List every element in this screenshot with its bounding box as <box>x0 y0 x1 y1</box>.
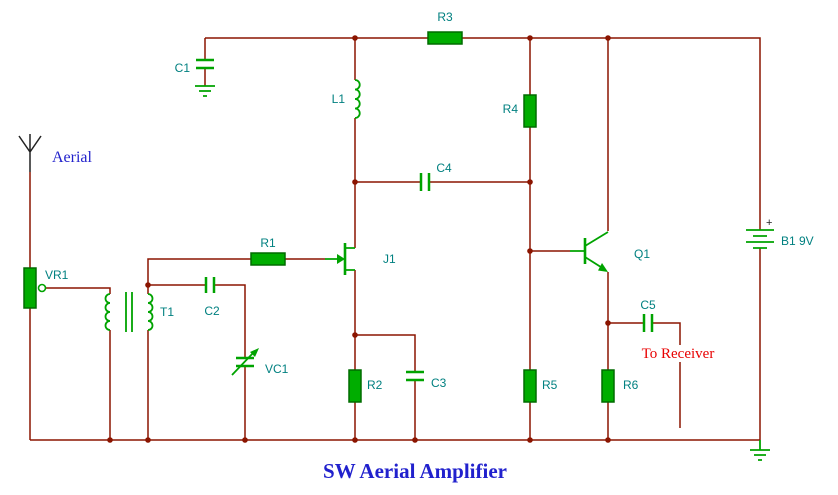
label-c1: C1 <box>175 61 191 75</box>
label-r2: R2 <box>367 378 383 392</box>
wire-top-rail <box>30 37 761 441</box>
junction-dot <box>352 332 358 338</box>
junction-dot <box>605 437 611 443</box>
junction-dot <box>527 35 533 41</box>
junction-dot <box>352 35 358 41</box>
capacitor-c3 <box>406 370 424 382</box>
label-c2: C2 <box>204 304 220 318</box>
battery-b1 <box>746 229 774 249</box>
label-r6: R6 <box>623 378 639 392</box>
antenna-icon <box>18 134 42 172</box>
label-r3: R3 <box>437 10 453 24</box>
label-r5: R5 <box>542 378 558 392</box>
transformer-t1 <box>104 292 154 332</box>
label-r4: R4 <box>503 102 519 116</box>
resistor-r2 <box>348 369 362 403</box>
label-vr1: VR1 <box>45 268 69 282</box>
junction-dot <box>527 179 533 185</box>
label-q1: Q1 <box>634 247 650 261</box>
junction-dot <box>527 248 533 254</box>
variable-capacitor-vc1 <box>231 348 259 376</box>
label-l1: L1 <box>332 92 346 106</box>
junction-dot <box>412 437 418 443</box>
resistor-r4 <box>523 94 537 128</box>
t1-core <box>125 292 133 332</box>
wire-j1-branch <box>354 182 416 440</box>
label-b1: B1 9V <box>781 234 814 248</box>
label-r1: R1 <box>260 236 276 250</box>
junction-dot <box>242 437 248 443</box>
junction-dot <box>107 437 113 443</box>
label-c3: C3 <box>431 376 447 390</box>
text-annotations: Aerial To Receiver SW Aerial Amplifier <box>52 149 723 483</box>
capacitor-c1 <box>196 58 214 70</box>
label-j1: J1 <box>383 252 396 266</box>
transistor-q1 <box>570 231 609 272</box>
t1-secondary-winding <box>147 293 154 331</box>
to-receiver-backplate <box>633 345 723 362</box>
capacitor-c5 <box>642 314 654 332</box>
ground-symbol-main <box>750 440 770 461</box>
junction-dot <box>352 437 358 443</box>
inductor-l1 <box>354 79 361 119</box>
label-c4: C4 <box>436 161 452 175</box>
vr1-wiper-terminal <box>37 283 47 293</box>
wires <box>29 37 761 441</box>
aerial-label: Aerial <box>52 149 93 166</box>
junction-dot <box>605 320 611 326</box>
resistor-r3 <box>427 31 463 45</box>
junction-dot <box>145 282 151 288</box>
ground-symbol-c1 <box>195 85 215 97</box>
wire-input-section <box>29 172 325 440</box>
capacitor-c4 <box>419 173 431 191</box>
page-title: SW Aerial Amplifier <box>323 459 507 483</box>
battery-plus-sign: + <box>766 217 772 229</box>
junction-dot <box>145 437 151 443</box>
t1-primary-winding <box>104 293 111 331</box>
resistor-r5 <box>523 369 537 403</box>
potentiometer-vr1 <box>23 267 47 309</box>
junction-dots <box>107 35 611 443</box>
label-c5: C5 <box>640 298 656 312</box>
jfet-j1 <box>325 243 355 275</box>
capacitor-c2 <box>204 277 216 293</box>
component-labels: C1 R3 L1 R4 C4 R1 J1 Q1 B1 9V VR1 T1 C2 … <box>45 10 814 392</box>
wire-c2-vc1-branch <box>148 284 246 440</box>
resistor-r1 <box>250 252 286 266</box>
to-receiver-label: To Receiver <box>642 346 715 362</box>
junction-dot <box>352 179 358 185</box>
junction-dot <box>527 437 533 443</box>
resistor-r6 <box>601 369 615 403</box>
label-vc1: VC1 <box>265 362 289 376</box>
label-t1: T1 <box>160 305 174 319</box>
junction-dot <box>605 35 611 41</box>
wire-q1-branch <box>607 38 681 440</box>
